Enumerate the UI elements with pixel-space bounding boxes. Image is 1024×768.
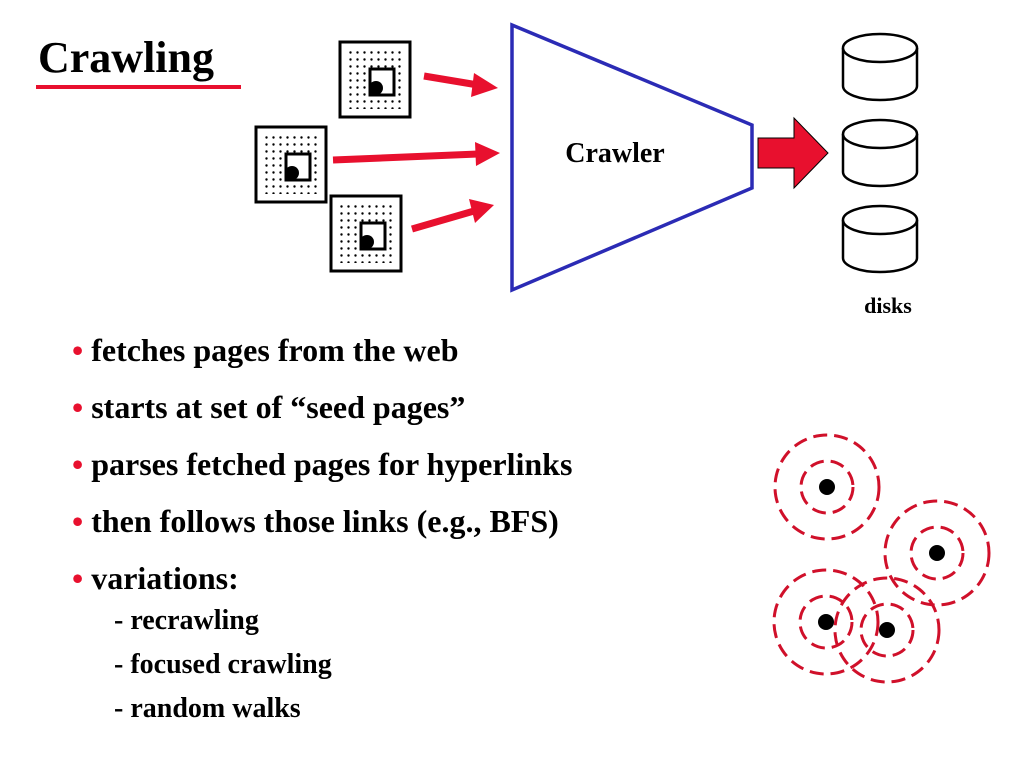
web-page-icon xyxy=(254,125,328,204)
random-walk-ripple-icon xyxy=(773,433,881,541)
bullet-item: • then follows those links (e.g., BFS) xyxy=(72,501,572,541)
bullet-text: parses fetched pages for hyperlinks xyxy=(91,446,573,482)
input-arrow xyxy=(411,199,494,233)
sub-item: - recrawling xyxy=(114,605,259,636)
bullet-item: • starts at set of “seed pages” xyxy=(72,387,572,427)
bullet-text: then follows those links (e.g., BFS) xyxy=(91,503,559,539)
web-page-icon xyxy=(338,40,412,119)
bullet-item: • variations: xyxy=(72,558,572,598)
bullet-marker: • xyxy=(72,389,84,425)
node-dot xyxy=(819,479,835,495)
bullet-item: • parses fetched pages for hyperlinks xyxy=(72,444,572,484)
input-arrow xyxy=(332,142,500,166)
random-walk-ripple-icon xyxy=(772,568,880,676)
bullet-text: fetches pages from the web xyxy=(91,332,459,368)
output-arrow xyxy=(757,116,829,190)
bullet-marker: • xyxy=(72,560,84,596)
slide-title: Crawling xyxy=(38,33,214,82)
bullet-item: • fetches pages from the web xyxy=(72,330,572,370)
random-walk-ripple-icon xyxy=(833,576,941,684)
disks-label: disks xyxy=(864,293,912,318)
bullet-text: variations: xyxy=(91,560,239,596)
node-dot xyxy=(818,614,834,630)
sub-item: - random walks xyxy=(114,693,301,724)
bullet-list: • fetches pages from the web • starts at… xyxy=(72,330,572,615)
title-underline xyxy=(36,85,241,89)
web-page-icon xyxy=(329,194,403,273)
crawler-box xyxy=(510,22,754,293)
node-dot xyxy=(879,622,895,638)
random-walk-ripple-icon xyxy=(883,499,991,607)
crawler-label: Crawler xyxy=(565,138,665,169)
disk-icon xyxy=(841,32,919,102)
disk-icon xyxy=(841,118,919,188)
bullet-marker: • xyxy=(72,446,84,482)
disk-icon xyxy=(841,204,919,274)
bullet-marker: • xyxy=(72,332,84,368)
bullet-marker: • xyxy=(72,503,84,539)
sub-item: - focused crawling xyxy=(114,649,332,680)
input-arrow xyxy=(423,72,498,97)
bullet-text: starts at set of “seed pages” xyxy=(91,389,466,425)
variations-list: - recrawling - focused crawling - random… xyxy=(114,605,332,737)
node-dot xyxy=(929,545,945,561)
